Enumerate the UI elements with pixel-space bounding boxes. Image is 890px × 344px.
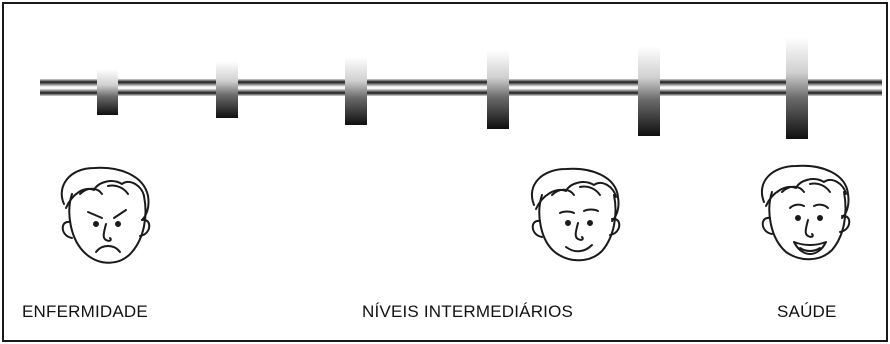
weight-3 (345, 57, 367, 125)
scale-bar (40, 79, 882, 96)
weight-6 (786, 37, 808, 139)
weight-5 (638, 46, 660, 136)
weight-1 (97, 69, 118, 115)
intermediate-face-icon (532, 169, 619, 261)
weight-4 (487, 50, 509, 129)
label-health: SAÚDE (777, 302, 837, 322)
weight-2 (216, 61, 238, 118)
label-illness: ENFERMIDADE (22, 302, 148, 322)
sick-face-icon (62, 168, 150, 263)
label-intermediate-levels: NÍVEIS INTERMEDIÁRIOS (362, 302, 573, 322)
healthy-face-icon (762, 166, 849, 260)
